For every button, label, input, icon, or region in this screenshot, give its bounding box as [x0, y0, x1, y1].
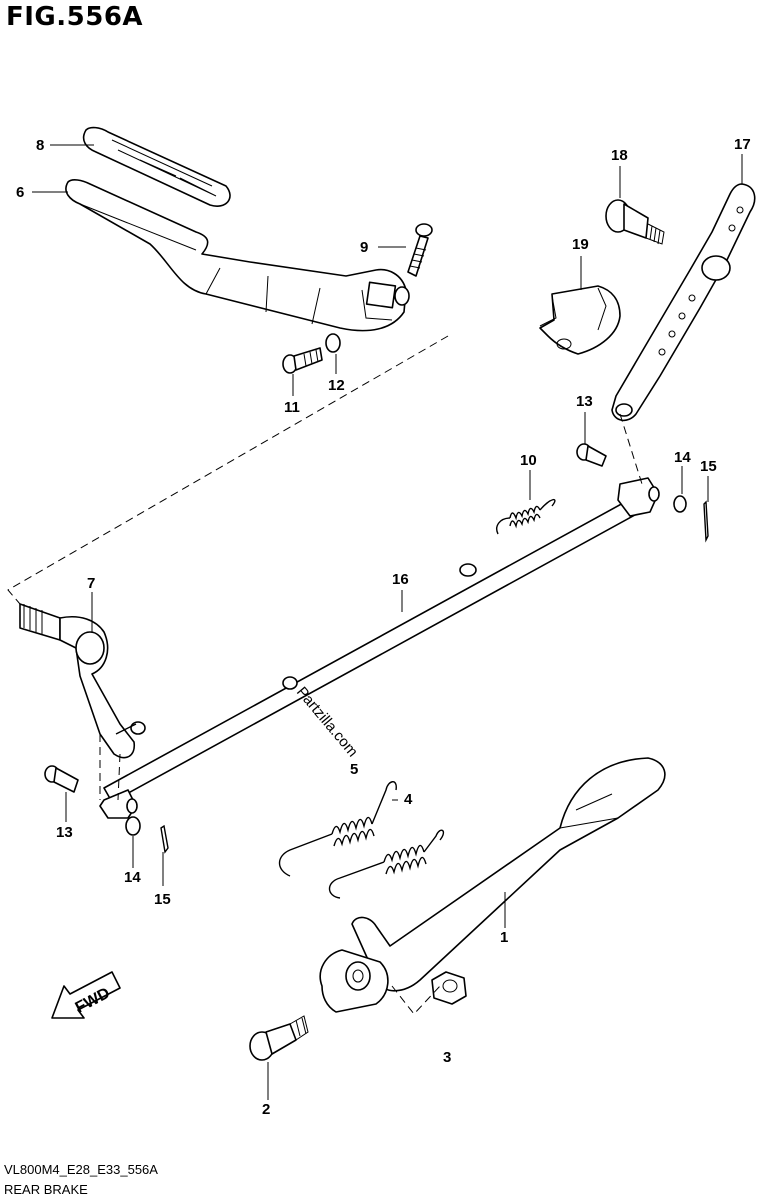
callout-1: 1: [500, 929, 508, 946]
leader-lines: [32, 144, 743, 1100]
callout-4: 4: [404, 791, 413, 808]
callout-10: 10: [520, 452, 537, 469]
part-15-cotter-pin-upper: [703, 500, 709, 543]
page-title: FIG.556A: [6, 2, 144, 32]
part-10-spring: [496, 499, 556, 535]
callout-labels: 8 6 9 11 12 18 17 19 13 14 15 10 16 7 5 …: [16, 136, 751, 1118]
callout-13-upper: 13: [576, 393, 593, 410]
callout-19: 19: [572, 236, 589, 253]
callout-15-lower: 15: [154, 891, 171, 908]
callout-15-upper: 15: [700, 458, 717, 475]
part-15-cotter-pin-lower: [160, 824, 169, 854]
part-13-clevis-pin-lower: [44, 765, 79, 793]
part-17-rod-lever: [611, 183, 756, 422]
watermark-text: Partzilla.com: [293, 684, 361, 761]
callout-18: 18: [611, 147, 628, 164]
callout-2: 2: [262, 1101, 270, 1118]
callout-13-lower: 13: [56, 824, 73, 841]
callout-14-lower: 14: [124, 869, 141, 886]
part-8-pedal-rubber: [82, 126, 231, 207]
callout-16: 16: [392, 571, 409, 588]
part-11-pivot-bolt: [282, 347, 323, 374]
figure-code: VL800M4_E28_E33_556A: [4, 1162, 158, 1177]
assembly-guide-lines: [7, 335, 643, 1015]
part-13-clevis-pin-upper: [576, 443, 607, 467]
figure-name: REAR BRAKE: [4, 1182, 88, 1197]
part-4-springs: [278, 781, 445, 899]
fwd-arrow-icon: FWD: [51, 971, 121, 1019]
part-7-brake-shaft-arm: [19, 603, 146, 759]
callout-11: 11: [284, 399, 300, 416]
part-6-brake-pedal: [65, 179, 410, 332]
callout-3: 3: [443, 1049, 451, 1066]
callout-9: 9: [360, 239, 368, 256]
callout-5: 5: [350, 761, 358, 778]
part-14-washer-lower: [125, 816, 141, 836]
callout-17: 17: [734, 136, 751, 153]
part-2-pivot-bolt: [249, 1015, 309, 1061]
part-1-side-stand: [319, 757, 666, 1013]
part-18-pivot-bolt: [605, 199, 665, 245]
callout-7: 7: [87, 575, 95, 592]
callout-8: 8: [36, 137, 44, 154]
part-16-brake-rod: [99, 477, 660, 819]
part-14-washer-upper: [673, 495, 687, 513]
callout-6: 6: [16, 184, 24, 201]
callout-14-upper: 14: [674, 449, 691, 466]
part-3-nut: [431, 971, 467, 1005]
part-12-washer: [325, 333, 341, 353]
part-19-guard: [539, 285, 621, 355]
callout-12: 12: [328, 377, 345, 394]
part-9-bolt: [407, 223, 433, 277]
